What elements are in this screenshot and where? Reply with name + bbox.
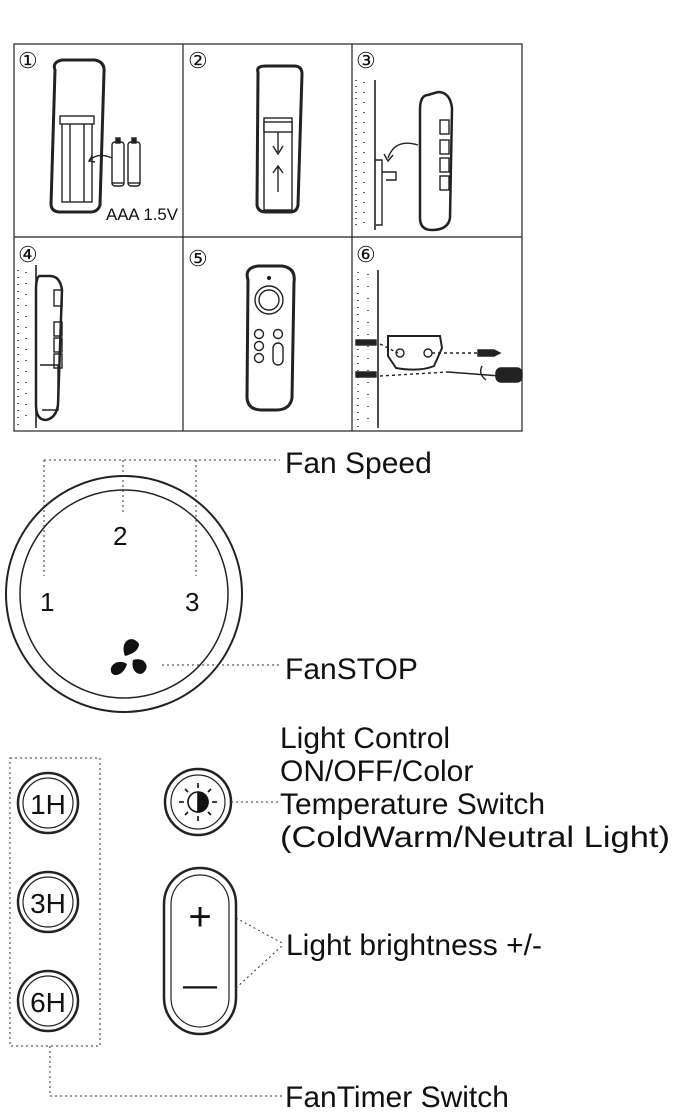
step-5-remote-front-illustration <box>245 264 296 412</box>
step-4-number: ④ <box>18 242 38 267</box>
step-1-battery-illustration <box>49 58 141 214</box>
timer-6h-button[interactable]: 6H <box>16 969 80 1033</box>
light-control-line-3: Temperature Switch <box>280 788 545 821</box>
fan-speed-leader-lines <box>43 459 282 666</box>
fan-speed-2[interactable]: 2 <box>113 521 127 551</box>
light-control-line-1: Light Control <box>280 722 450 755</box>
brightness-plus-button[interactable]: + <box>188 895 211 939</box>
step-2-cover-illustration <box>255 64 304 214</box>
brightness-minus-button[interactable]: — <box>183 966 217 1004</box>
step-5-number: ⑤ <box>188 246 208 271</box>
light-control-line-2: ON/OFF/Color <box>280 755 473 788</box>
light-control-line-4: (ColdWarm/Neutral Light) <box>280 821 670 854</box>
step-4-remote-in-holder-illustration <box>17 265 64 428</box>
timer-1h-label: 1H <box>30 789 66 820</box>
step-6-screw-mount-illustration <box>355 270 523 428</box>
light-control-label: Light Control ON/OFF/Color Temperature S… <box>280 722 670 854</box>
bulb-sun-icon <box>179 783 217 821</box>
battery-type-label: AAA 1.5V <box>106 205 179 224</box>
step-3-wall-mount-illustration <box>355 80 454 232</box>
timer-button-group <box>9 757 101 1047</box>
step-3-number: ③ <box>356 48 376 73</box>
fan-speed-label: Fan Speed <box>285 447 432 480</box>
step-2-number: ② <box>188 48 208 73</box>
step-6-number: ⑥ <box>356 242 376 267</box>
fan-speed-3[interactable]: 3 <box>185 587 199 617</box>
fan-timer-label: FanTimer Switch <box>285 1081 509 1114</box>
fan-speed-1[interactable]: 1 <box>40 587 54 617</box>
fan-stop-label: FanSTOP <box>285 653 418 686</box>
timer-1h-button[interactable]: 1H <box>16 771 80 835</box>
fan-speed-dial <box>5 475 243 713</box>
brightness-label: Light brightness +/- <box>286 929 542 962</box>
step-1-number: ① <box>18 48 38 73</box>
timer-6h-label: 6H <box>30 987 66 1018</box>
timer-3h-button[interactable]: 3H <box>16 870 80 934</box>
instruction-grid <box>13 43 523 432</box>
timer-leader-line <box>49 1046 282 1097</box>
brightness-rocker <box>162 866 238 1036</box>
timer-3h-label: 3H <box>30 888 66 919</box>
brightness-leader-lines <box>235 917 285 989</box>
fan-icon[interactable] <box>110 639 147 676</box>
